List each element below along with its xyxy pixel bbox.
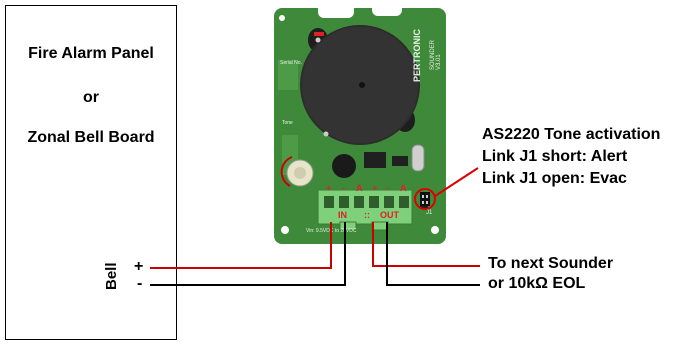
board-brand: PERTRONIC: [412, 28, 422, 82]
bell-plus-label: +: [134, 258, 144, 275]
panel-title-line3: Zonal Bell Board: [27, 129, 155, 146]
fire-alarm-panel-box: [5, 5, 177, 340]
terminal-label-5: -: [386, 183, 389, 193]
board-model: SOUNDER: [430, 39, 436, 70]
terminal-in-label: IN: [338, 210, 347, 220]
terminal-block: [317, 189, 413, 231]
terminal-label-2: -: [342, 183, 345, 193]
wiring: [150, 222, 480, 286]
panel-title-line2: or: [83, 89, 99, 106]
terminal-sep-label: ::: [364, 210, 370, 220]
tone-activation-title: AS2220 Tone activation: [482, 126, 661, 143]
tone-short-alert: Link J1 short: Alert: [482, 148, 628, 165]
terminal-label-3: A: [356, 183, 363, 193]
board-version: V3.01: [436, 54, 442, 70]
bell-minus-label: -: [137, 275, 143, 292]
panel-title-line1: Fire Alarm Panel: [28, 45, 154, 62]
jumper-j1: [414, 167, 479, 210]
eol-label: or 10kΩ EOL: [488, 275, 586, 292]
terminal-label-4: +: [372, 183, 377, 193]
terminal-label-1: +: [326, 183, 331, 193]
board-tone-label: Tone: [282, 120, 293, 126]
terminal-label-6: A: [400, 183, 407, 193]
board-serial: Serial No.: [280, 60, 302, 66]
tone-open-evac: Link J1 open: Evac: [482, 170, 627, 187]
board-jumper-label: J1: [426, 210, 433, 216]
piezo-sounder: [300, 25, 420, 145]
next-sounder-label: To next Sounder: [488, 255, 614, 272]
terminal-out-label: OUT: [380, 210, 400, 220]
terminal-labels: + - A + - A IN :: OUT: [326, 183, 407, 220]
